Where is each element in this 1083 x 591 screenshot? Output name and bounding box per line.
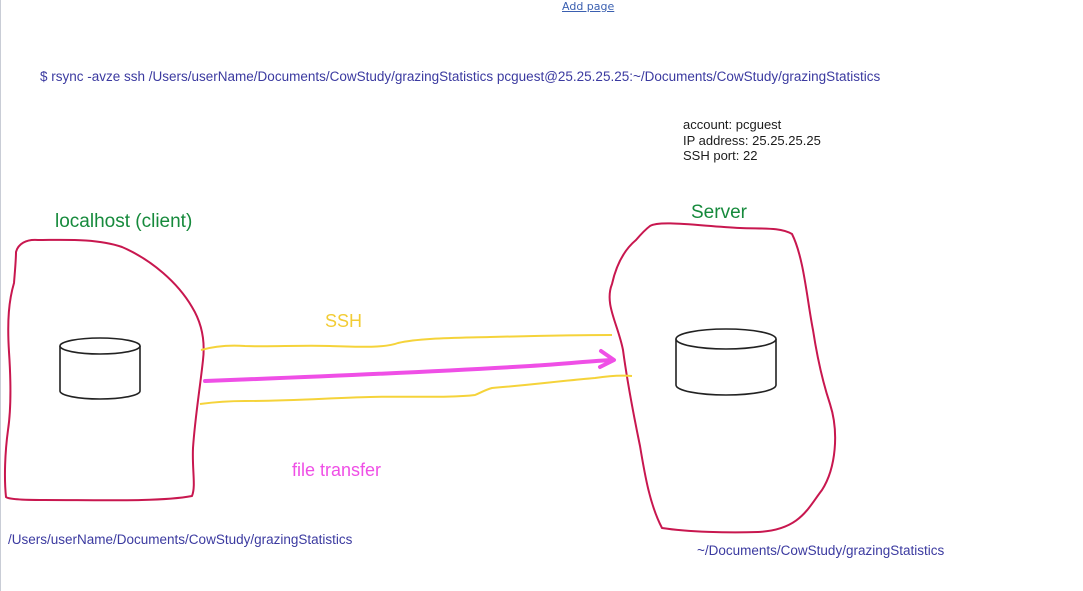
server-database-icon xyxy=(675,328,777,396)
client-label: localhost (client) xyxy=(55,211,193,232)
server-outline xyxy=(608,222,837,534)
file-transfer-label: file transfer xyxy=(292,460,382,480)
server-account: account: pcguest xyxy=(683,117,782,132)
server-ip-address: IP address: 25.25.25.25 xyxy=(683,132,821,148)
client-outline xyxy=(3,238,205,502)
rsync-command: $ rsync -avze ssh /Users/userName/Docume… xyxy=(40,69,881,84)
client-path: /Users/userName/Documents/CowStudy/grazi… xyxy=(8,532,353,547)
client-database-icon xyxy=(59,337,141,400)
page-left-border xyxy=(0,0,1,591)
server-ssh-port: SSH port: 22 xyxy=(683,148,758,163)
ssh-label: SSH xyxy=(325,311,363,331)
add-page-link[interactable]: Add page xyxy=(562,0,615,13)
transfer-arrow xyxy=(203,349,616,383)
ssh-tunnel-top xyxy=(200,334,613,351)
server-path: ~/Documents/CowStudy/grazingStatistics xyxy=(697,543,945,558)
server-label: Server xyxy=(691,202,747,223)
ssh-tunnel-bottom xyxy=(199,374,633,405)
server-info: account: pcguest IP address: 25.25.25.25… xyxy=(683,117,821,164)
